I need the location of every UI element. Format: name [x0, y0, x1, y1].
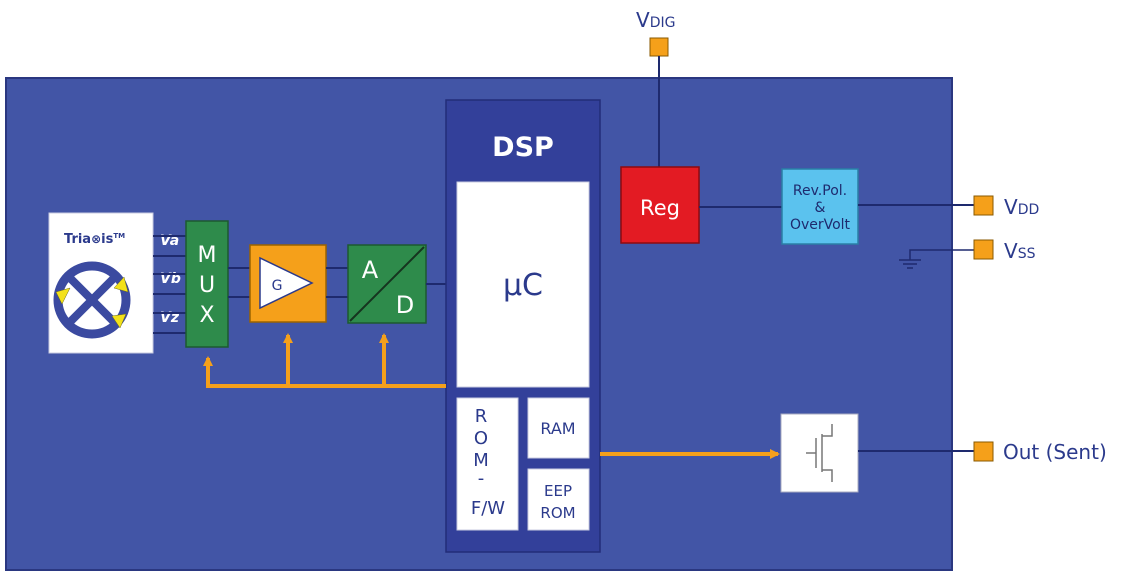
rom-label-fw: F/W	[471, 498, 505, 519]
eeprom-label-line1: EEP	[544, 482, 572, 500]
out-label: Out (Sent)	[1003, 440, 1107, 464]
eeprom-label-line2: ROM	[540, 504, 575, 522]
reverse-polarity-overvoltage-block	[781, 168, 859, 245]
vss-label: VSS	[1004, 239, 1036, 263]
ground-symbol	[899, 249, 974, 269]
eeprom-block	[527, 468, 590, 531]
sensor-arrow-right-top	[113, 276, 129, 293]
rom-label-r: R	[475, 406, 488, 427]
revpol-label-line1: Rev.Pol.	[793, 183, 847, 199]
transistor-symbol	[806, 424, 833, 482]
vss-pin	[973, 239, 994, 260]
sensor-ring	[53, 261, 131, 339]
vdd-label: VDD	[1004, 195, 1039, 219]
revpol-label-line3: OverVolt	[790, 217, 851, 233]
microcontroller-block	[456, 181, 590, 388]
rom-firmware-block	[456, 397, 519, 531]
mux-block	[185, 220, 229, 348]
ram-block	[527, 397, 590, 459]
rom-label-m: M	[473, 450, 489, 471]
sensor-block: Tria⊗isTM	[48, 212, 154, 354]
sensor-arrow-left	[55, 287, 71, 305]
mux-label-x: X	[199, 303, 214, 328]
vdd-pin	[973, 195, 994, 216]
mux-label-m: M	[198, 243, 217, 268]
output-transistor-block	[780, 413, 859, 493]
ram-label: RAM	[540, 419, 575, 438]
adc-label-a: A	[362, 256, 379, 284]
revpol-label-line2: &	[815, 200, 826, 216]
vdig-label: VDIG	[636, 8, 675, 32]
adc-label-d: D	[396, 291, 414, 319]
sensor-arrow-right-bottom	[111, 313, 127, 329]
vdig-pin	[649, 37, 669, 57]
microcontroller-label: μC	[503, 268, 543, 303]
rom-label-dash: -	[478, 468, 485, 489]
regulator-block	[620, 166, 700, 244]
rom-label-o: O	[474, 428, 488, 449]
sensor-brand: Tria⊗isTM	[64, 232, 125, 247]
gain-label: G	[272, 278, 283, 294]
dsp-label: DSP	[492, 132, 554, 163]
control-bus	[203, 333, 446, 388]
mux-label-u: U	[199, 273, 215, 298]
regulator-label: Reg	[640, 196, 680, 220]
out-pin	[973, 441, 994, 462]
gain-amplifier-triangle	[259, 256, 314, 310]
